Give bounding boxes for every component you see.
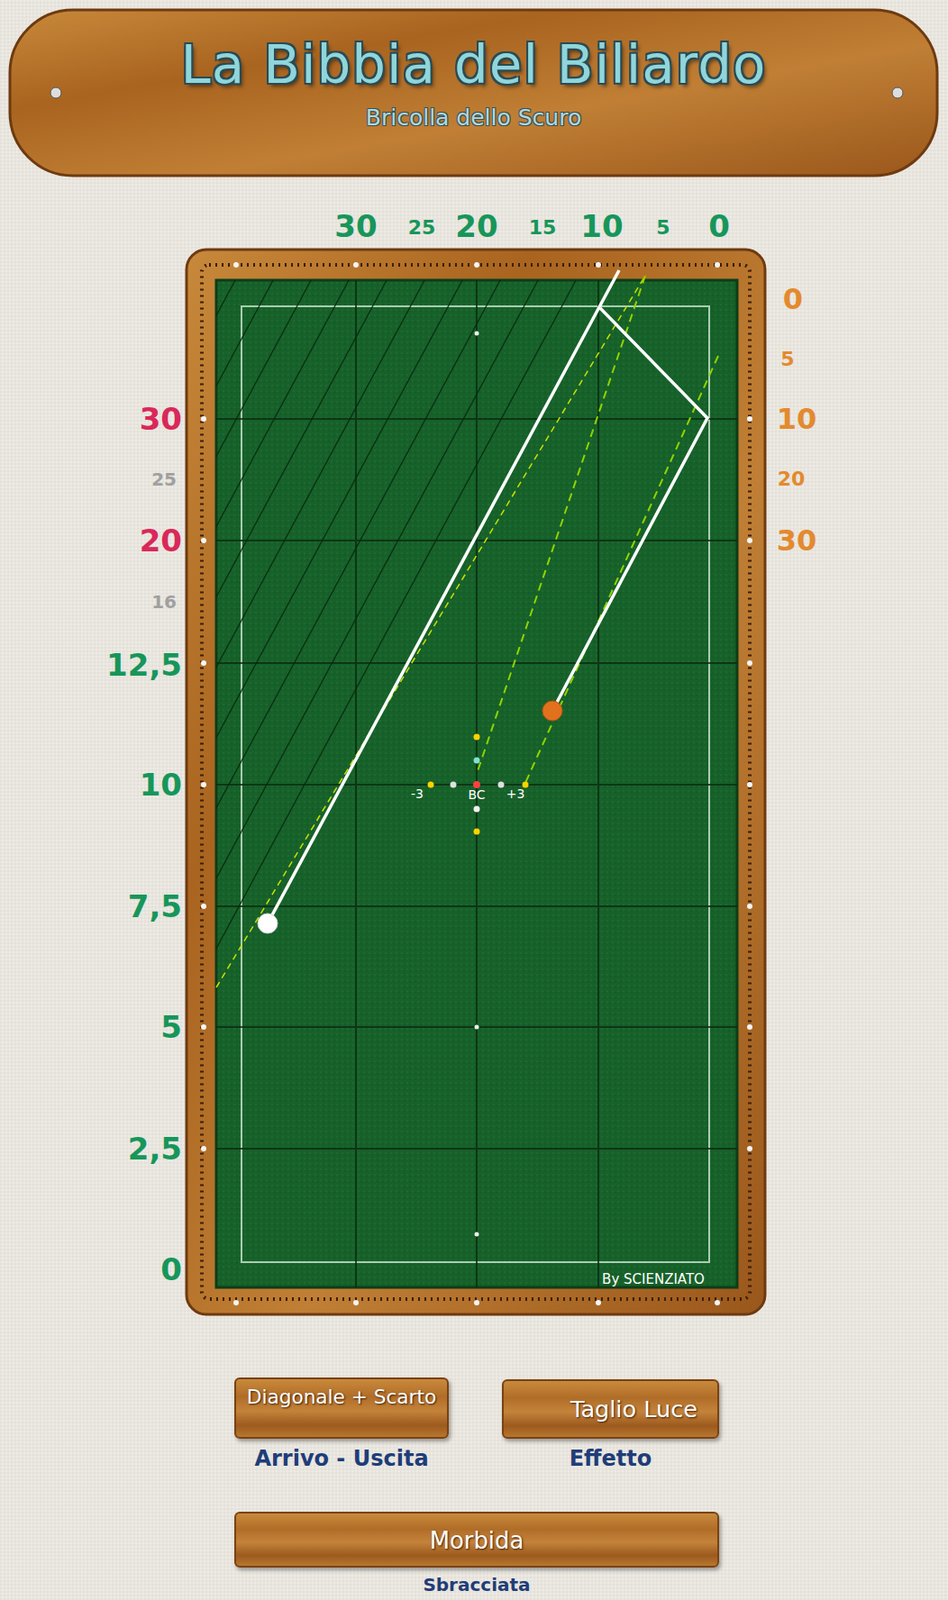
diagonal-line (216, 280, 387, 1288)
screw (892, 87, 903, 99)
diagonal-line (216, 280, 576, 1288)
button-caption: Arrivo - Uscita (218, 1446, 465, 1472)
screw (50, 87, 62, 99)
scale-number: 30 (334, 210, 377, 242)
diagonal-line (216, 280, 538, 1288)
diagonal-line (216, 280, 501, 1288)
scale-number: 20 (455, 210, 498, 242)
button-caption: Sbracciata (236, 1574, 718, 1596)
aim-line (267, 270, 620, 924)
scale-number: 12,5 (106, 649, 183, 681)
scale-number: 5 (780, 349, 794, 370)
grid (216, 280, 738, 1288)
scale-number: 0 (160, 1254, 183, 1286)
scale-number: 25 (151, 470, 177, 489)
title-banner (9, 9, 938, 176)
diagonal-line (216, 280, 652, 1288)
diagonal-line (216, 280, 349, 1288)
object-ball (542, 701, 563, 721)
scale-number: 0 (783, 284, 803, 314)
scale-number: 2,5 (127, 1133, 183, 1165)
scale-number: 30 (776, 526, 818, 556)
scale-number: 5 (160, 1011, 183, 1043)
scale-number: 15 (528, 218, 557, 238)
cue-ball (257, 913, 278, 934)
ball-path (552, 308, 708, 711)
scale-number: 5 (656, 218, 670, 238)
diagonal-line (216, 280, 311, 1288)
scale-number: 10 (776, 404, 818, 434)
subtitle: Bricolla dello Scuro (9, 104, 938, 131)
button-label: Taglio Luce (503, 1395, 718, 1423)
scale-number: 25 (408, 218, 437, 238)
watermark: By SCIENZIATO (601, 1273, 705, 1287)
button: Diagonale + ScartoArrivo - Uscita (234, 1377, 449, 1440)
spin-mark: BC (467, 788, 485, 802)
button: MorbidaSbracciata (234, 1512, 720, 1568)
scale-number: 10 (139, 769, 183, 801)
cloth (216, 280, 738, 1288)
table-rail (186, 249, 766, 1315)
scale-number: 16 (151, 592, 177, 611)
button-label: Diagonale + Scarto (236, 1386, 447, 1409)
center-marks (428, 734, 529, 836)
scale-number: 20 (139, 525, 183, 557)
button-caption: Effetto (503, 1446, 718, 1472)
scale-number: 7,5 (127, 891, 183, 922)
title: La Bibbia del Biliardo (9, 33, 938, 96)
diagonal-lines (216, 280, 652, 1288)
diagonal-line (216, 280, 425, 1288)
spin-mark: +3 (506, 787, 526, 801)
scale-number: 10 (580, 210, 623, 242)
diagonal-line (216, 280, 614, 1288)
dashed-path (525, 355, 719, 784)
button-label: Morbida (236, 1527, 718, 1555)
spin-mark: -3 (410, 787, 424, 801)
title-banner: La Bibbia del BiliardoBricolla dello Scu… (9, 9, 938, 176)
scale-number: 20 (777, 469, 806, 490)
reference-line (216, 275, 646, 988)
scale-number: 30 (139, 403, 183, 435)
button: Taglio LuceEffetto (501, 1379, 720, 1440)
scale-number: 0 (708, 210, 730, 242)
diagonal-line (216, 280, 236, 1288)
diagonal-line (216, 280, 274, 1288)
rail-dots (201, 264, 750, 1300)
rail-diamonds (200, 262, 753, 1306)
